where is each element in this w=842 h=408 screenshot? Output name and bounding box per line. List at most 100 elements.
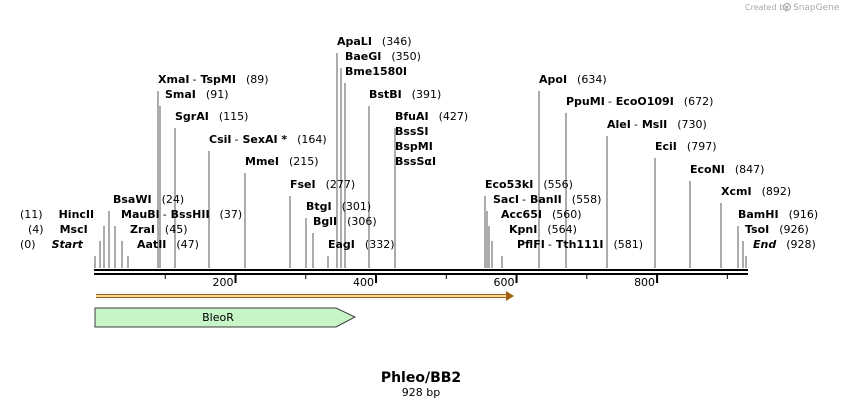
site-label-11[interactable]: MmeI (215) [245,155,319,168]
site-label-32[interactable]: EciI(797) [655,140,717,153]
site-enzyme-name: BanII [530,193,562,206]
site-position: (215) [289,155,319,168]
site-enzyme-name: PpuMI [566,95,605,108]
site-label-19[interactable]: BstBI (391) [369,88,441,101]
site-enzyme-name: BssSI [395,125,429,138]
site-label-16[interactable]: ApaLI (346) [337,35,412,48]
site-enzyme-name: BtgI [306,200,332,213]
site-label-29[interactable]: ApoI(634) [539,73,607,86]
site-label-8[interactable]: SmaI (91) [165,88,229,101]
site-label-2[interactable]: (11)HincII [20,208,94,221]
site-label-25[interactable]: SacI - BanII(558) [493,193,601,206]
site-position: (730) [677,118,707,131]
site-label-7[interactable]: XmaI - TspMI(89) [158,73,269,86]
orf-arrow[interactable] [96,291,514,301]
site-position: (4) [28,223,44,236]
feature-bleor-label: BleoR [202,311,234,324]
site-enzyme-name: BssSαI [395,155,436,168]
site-label-18[interactable]: Bme1580I [345,65,407,78]
feature-bleor-arrow [94,307,357,328]
site-label-1[interactable]: (4)MscI [28,223,88,236]
site-enzyme-name: EagI [328,238,355,251]
site-position: (391) [412,88,442,101]
site-position: (892) [762,185,792,198]
site-position: (332) [365,238,395,251]
site-label-28[interactable]: PflFI - Tth111I(581) [517,238,643,251]
site-label-3[interactable]: AatII (47) [137,238,199,251]
site-label-31[interactable]: AleI - MslI(730) [607,118,707,131]
site-label-27[interactable]: KpnI (564) [509,223,577,236]
site-enzyme-name: Start [52,238,84,251]
site-position: (0) [20,238,36,251]
site-position: (115) [219,110,249,123]
site-position: (91) [206,88,229,101]
site-enzyme-name: ApoI [539,73,567,86]
site-label-4[interactable]: ZraI(45) [130,223,188,236]
site-label-9[interactable]: SgrAI (115) [175,110,248,123]
site-separator: - [548,238,552,251]
map-length: 928 bp [402,386,440,399]
site-position: (301) [342,200,372,213]
site-label-36[interactable]: TsoI (926) [745,223,809,236]
site-enzyme-name: BstBI [369,88,402,101]
site-position: (916) [789,208,819,221]
feature-bleor[interactable]: BleoR [94,307,357,328]
site-position: (277) [326,178,356,191]
site-label-26[interactable]: Acc65I(560) [501,208,582,221]
site-label-12[interactable]: FseI (277) [290,178,355,191]
site-enzyme-name: SmaI [165,88,196,101]
site-enzyme-name: AatII [137,238,166,251]
site-separator: - [522,193,526,206]
site-enzyme-name: Acc65I [501,208,542,221]
credit-brand: SnapGene [793,3,840,13]
site-enzyme-name: MmeI [245,155,279,168]
site-label-34[interactable]: XcmI(892) [721,185,791,198]
site-leader-lines [94,53,747,268]
site-enzyme-name: Bme1580I [345,65,407,78]
restriction-site-labels: (0) Start (4)MscI (11)HincII AatII (47) ZraI(4… [20,35,818,251]
site-position: (47) [176,238,199,251]
site-label-17[interactable]: BaeGI(350) [345,50,421,63]
site-label-30[interactable]: PpuMI - EcoO109I(672) [566,95,713,108]
site-position: (346) [382,35,412,48]
site-position: (564) [547,223,577,236]
site-label-6[interactable]: BsaWI(24) [113,193,184,206]
site-enzyme-name: SgrAI [175,110,209,123]
ruler-tick-label: 400 [353,276,374,289]
site-label-23[interactable]: BssSαI [395,155,436,168]
site-enzyme-name: SacI [493,193,519,206]
site-enzyme-name: TspMI [200,73,236,86]
site-enzyme-name: AleI [607,118,631,131]
site-position: (164) [297,133,327,146]
site-enzyme-name: HincII [59,208,95,221]
site-label-24[interactable]: Eco53kI (556) [485,178,573,191]
site-label-21[interactable]: BssSI [395,125,429,138]
site-label-22[interactable]: BspMI [395,140,433,153]
site-enzyme-name: EcoNI [690,163,725,176]
site-enzyme-name: ApaLI [337,35,372,48]
site-enzyme-name: Eco53kI [485,178,533,191]
site-label-13[interactable]: BtgI (301) [306,200,371,213]
site-position: (926) [779,223,809,236]
site-label-5[interactable]: MauBI - BssHII(37) [121,208,242,221]
site-label-0[interactable]: (0) Start [20,238,84,251]
site-enzyme-name: FseI [290,178,316,191]
site-label-33[interactable]: EcoNI(847) [690,163,764,176]
ruler-tick-label: 200 [213,276,234,289]
site-label-37[interactable]: End(928) [753,238,816,251]
site-separator: - [163,208,167,221]
site-enzyme-name: End [753,238,776,251]
site-label-35[interactable]: BamHI(916) [738,208,818,221]
site-enzyme-name: TsoI [745,223,769,236]
site-position: (556) [543,178,573,191]
credit-prefix: Created by [745,3,789,12]
site-label-20[interactable]: BfuAI(427) [395,110,468,123]
site-enzyme-name: KpnI [509,223,537,236]
site-position: (24) [162,193,185,206]
site-label-14[interactable]: BglI(306) [313,215,377,228]
site-label-15[interactable]: EagI (332) [328,238,395,251]
site-position: (350) [391,50,421,63]
site-enzyme-name: MslI [642,118,667,131]
site-label-10[interactable]: CsiI - SexAI *(164) [209,133,327,146]
site-enzyme-name: PflFI [517,238,545,251]
